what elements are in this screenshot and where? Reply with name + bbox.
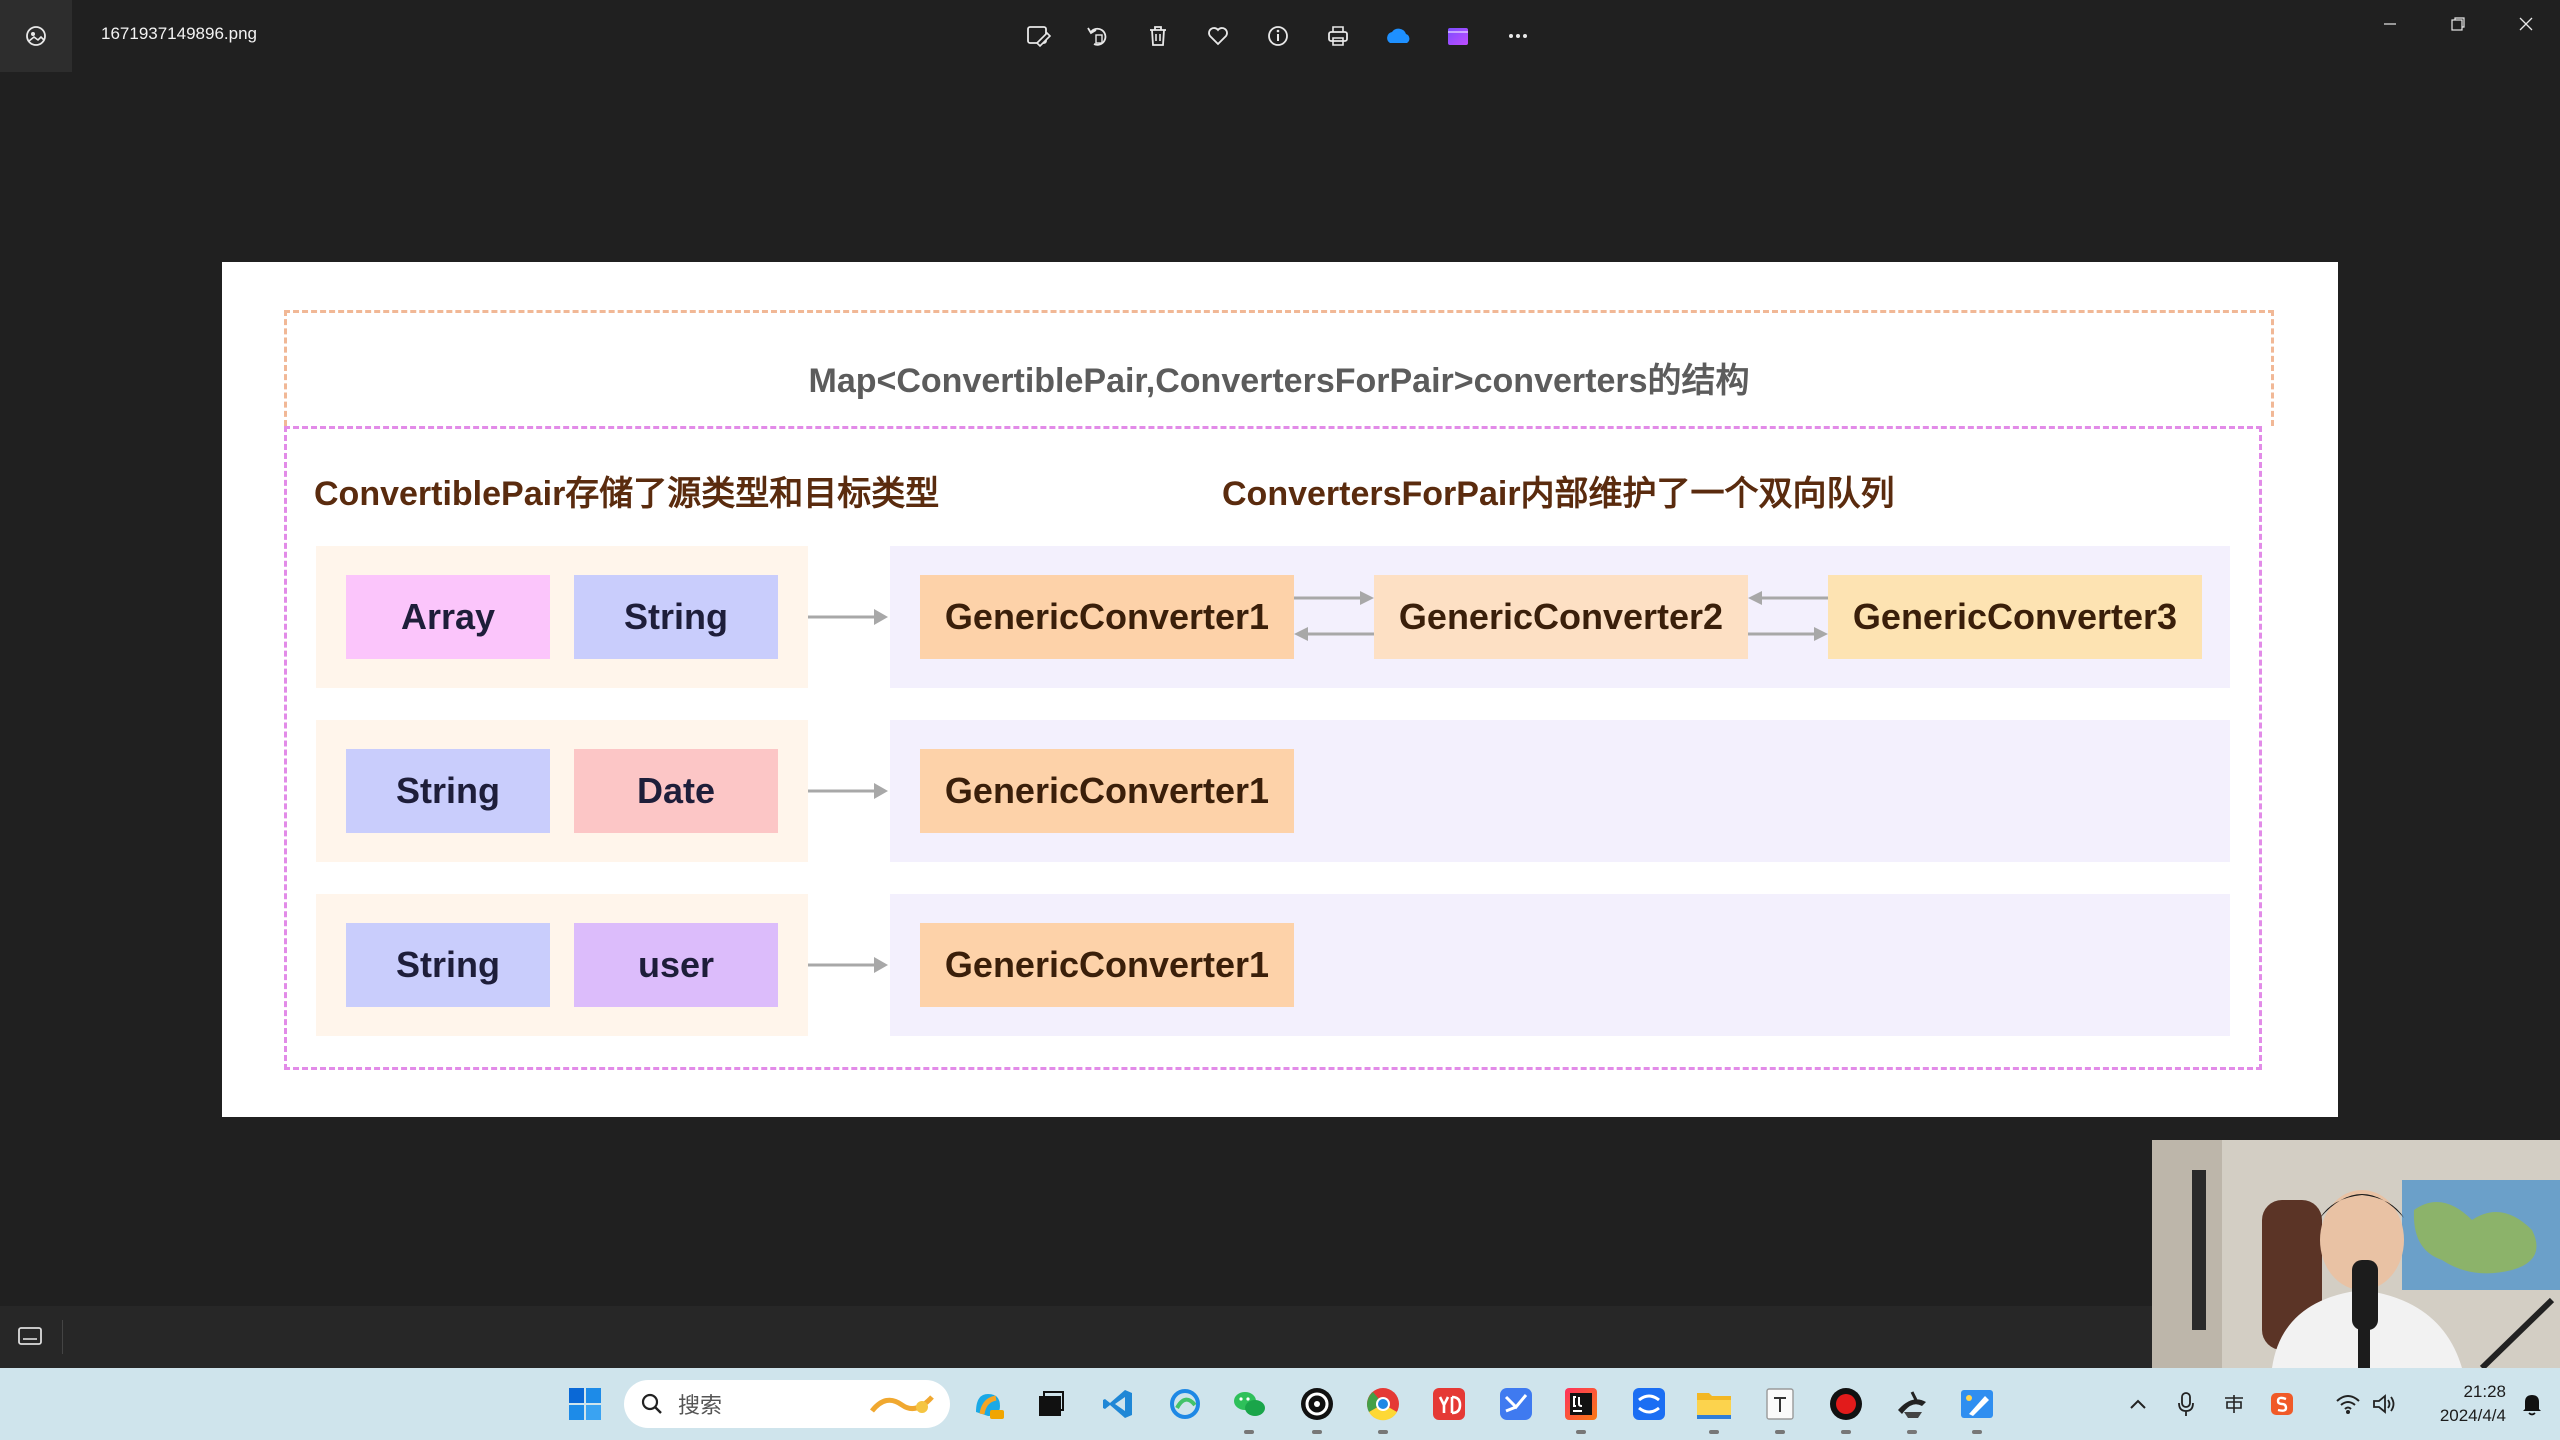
running-indicator <box>1312 1430 1322 1434</box>
search-highlight-icon <box>870 1395 934 1413</box>
system-clock[interactable]: 21:28 2024/4/4 <box>2418 1380 2506 1428</box>
clash-app-icon[interactable] <box>1890 1382 1934 1426</box>
deque-link-arrows <box>1294 591 1374 641</box>
source-type-box: String <box>346 749 550 833</box>
edit-image-icon[interactable] <box>1020 18 1056 54</box>
more-icon[interactable] <box>1500 18 1536 54</box>
convertible-pair-row: String user <box>316 894 808 1036</box>
delete-icon[interactable] <box>1140 18 1176 54</box>
converter-box: GenericConverter1 <box>920 575 1294 659</box>
notification-bell-icon[interactable] <box>2512 1382 2552 1426</box>
close-icon[interactable] <box>2492 0 2560 48</box>
typora-app-icon[interactable] <box>1758 1382 1802 1426</box>
image-canvas: Map<ConvertiblePair,ConvertersForPair>co… <box>222 262 2338 1117</box>
minimize-icon[interactable] <box>2356 0 2424 48</box>
lark-app-icon[interactable] <box>1494 1382 1538 1426</box>
running-indicator <box>1576 1430 1586 1434</box>
running-indicator <box>1907 1430 1917 1434</box>
show-hidden-icons-chevron-icon[interactable] <box>2116 1382 2160 1426</box>
copilot-app-icon[interactable] <box>966 1382 1010 1426</box>
window-controls <box>2356 0 2560 48</box>
file-name: 1671937149896.png <box>101 24 257 43</box>
diagram-title: Map<ConvertiblePair,ConvertersForPair>co… <box>808 362 1750 400</box>
convertible-pair-heading: ConvertiblePair存储了源类型和目标类型 <box>314 475 940 513</box>
converters-for-pair-row: GenericConverter1 <box>890 894 2230 1036</box>
intellij-app-icon[interactable] <box>1559 1382 1603 1426</box>
tencent-meeting-app-icon[interactable] <box>1627 1382 1671 1426</box>
converters-for-pair-heading: ConvertersForPair内部维护了一个双向队列 <box>1222 475 1895 513</box>
youdao-app-icon[interactable] <box>1427 1382 1471 1426</box>
running-indicator <box>1709 1430 1719 1434</box>
chrome-app-icon[interactable] <box>1361 1382 1405 1426</box>
microphone-icon[interactable] <box>2164 1382 2208 1426</box>
diagram-body-frame <box>284 426 2262 1070</box>
converter-box: GenericConverter1 <box>920 749 1294 833</box>
rotate-icon[interactable] <box>1080 18 1116 54</box>
wechat-app-icon[interactable] <box>1227 1382 1271 1426</box>
restore-icon[interactable] <box>2424 0 2492 48</box>
filmstrip-toggle-icon[interactable] <box>16 1324 44 1350</box>
convertible-pair-row: String Date <box>316 720 808 862</box>
title-bar: 1671937149896.png <box>0 0 2560 72</box>
divider <box>62 1320 63 1354</box>
onedrive-icon[interactable] <box>1380 18 1416 54</box>
webcam-video-image <box>2152 1140 2560 1368</box>
edge-beta-app-icon[interactable] <box>1163 1382 1207 1426</box>
deque-link-arrows <box>1748 591 1828 641</box>
volume-icon[interactable] <box>2364 1382 2404 1426</box>
target-type-box: String <box>574 575 778 659</box>
running-indicator <box>1775 1430 1785 1434</box>
wifi-icon[interactable] <box>2328 1382 2368 1426</box>
diagram-title-frame: Map<ConvertiblePair,ConvertersForPair>co… <box>284 310 2274 426</box>
input-method-icon[interactable] <box>2212 1382 2256 1426</box>
map-arrow <box>808 957 888 973</box>
favorite-icon[interactable] <box>1200 18 1236 54</box>
vscode-app-icon[interactable] <box>1096 1382 1140 1426</box>
task-view-icon[interactable] <box>1029 1382 1073 1426</box>
webcam-overlay <box>2152 1140 2560 1368</box>
print-icon[interactable] <box>1320 18 1356 54</box>
converters-for-pair-row: GenericConverter1 <box>890 720 2230 862</box>
converter-box: GenericConverter1 <box>920 923 1294 1007</box>
info-icon[interactable] <box>1260 18 1296 54</box>
map-arrow <box>808 783 888 799</box>
map-arrow <box>808 609 888 625</box>
clock-date: 2024/4/4 <box>2439 1406 2506 1425</box>
taskbar: 搜索 <box>0 1368 2560 1440</box>
converters-for-pair-row: GenericConverter1 GenericConverter2 Gene… <box>890 546 2230 688</box>
screen-recorder-app-icon[interactable] <box>1824 1382 1868 1426</box>
file-explorer-app-icon[interactable] <box>1692 1382 1736 1426</box>
target-type-box: user <box>574 923 778 1007</box>
running-indicator <box>1244 1430 1254 1434</box>
taskbar-search-box[interactable]: 搜索 <box>624 1380 950 1428</box>
convertible-pair-row: Array String <box>316 546 808 688</box>
running-indicator <box>1378 1430 1388 1434</box>
search-icon <box>641 1393 662 1414</box>
paint-app-icon[interactable] <box>1955 1382 1999 1426</box>
sogou-ime-icon[interactable] <box>2260 1382 2304 1426</box>
clock-time: 21:28 <box>2463 1382 2506 1401</box>
image-toolbar <box>1020 18 1536 54</box>
running-indicator <box>1972 1430 1982 1434</box>
converter-box: GenericConverter3 <box>1828 575 2202 659</box>
photos-app-icon[interactable] <box>0 0 72 72</box>
converter-box: GenericConverter2 <box>1374 575 1748 659</box>
filmstrip-bar <box>0 1306 2560 1368</box>
search-placeholder: 搜索 <box>678 1394 723 1419</box>
start-windows-icon[interactable] <box>563 1382 607 1426</box>
source-type-box: String <box>346 923 550 1007</box>
running-indicator <box>1841 1430 1851 1434</box>
source-type-box: Array <box>346 575 550 659</box>
target-type-box: Date <box>574 749 778 833</box>
clipchamp-icon[interactable] <box>1440 18 1476 54</box>
obs-app-icon[interactable] <box>1295 1382 1339 1426</box>
